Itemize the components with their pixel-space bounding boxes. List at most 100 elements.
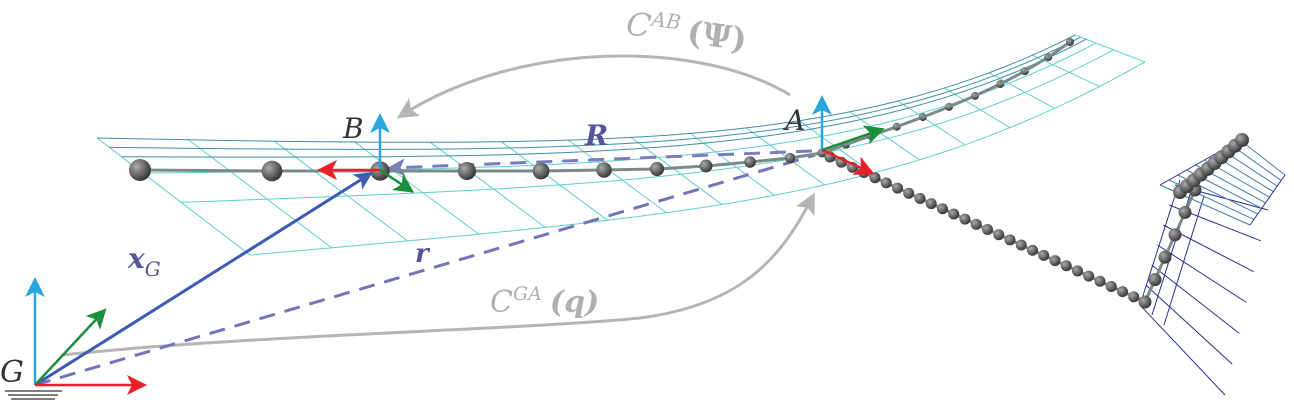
frame-G-y-axis [34, 308, 107, 386]
label-B: B [342, 112, 364, 145]
wing-mesh-span-line [96, 34, 1076, 143]
frame-G [5, 277, 147, 400]
beam-node [744, 156, 756, 168]
beam-node [937, 203, 948, 215]
beam-node [1066, 38, 1074, 46]
tail-mesh-line [1151, 264, 1240, 334]
vector-r [34, 153, 816, 387]
beam-element [896, 115, 924, 129]
beam-node [1004, 234, 1016, 246]
beam-node [1235, 133, 1249, 147]
wing-mesh [96, 34, 1146, 256]
tail-mesh-line [1157, 244, 1247, 303]
label-CGA-main: C [490, 285, 513, 320]
wing-mesh-span-line [249, 61, 1146, 256]
frame-A-y-axis [821, 125, 885, 152]
beam-node [1105, 280, 1117, 292]
label-xG-main: x [127, 242, 145, 275]
beam-node [1038, 249, 1050, 261]
frame-B-y-axis [379, 168, 415, 193]
beam-node [959, 213, 971, 225]
label-CGA-arg: (q) [550, 285, 599, 320]
wing-mesh-chord-line [188, 139, 332, 249]
frame-A [812, 95, 885, 175]
label-xG: xG [127, 242, 161, 281]
wing-mesh-span-line [181, 49, 1114, 203]
beam-node [1117, 286, 1128, 298]
htail-mesh-line [1239, 139, 1286, 176]
label-CAB-main: C [624, 4, 654, 45]
wing-mesh-chord-line [501, 141, 608, 221]
beam-element [948, 94, 976, 109]
beam-node [1049, 255, 1061, 267]
beam-node [649, 161, 665, 177]
beam-node [869, 172, 881, 184]
beam-node [880, 177, 892, 189]
label-CGA: CGA (q) [490, 283, 599, 320]
beam-node [948, 208, 960, 220]
beam-node [457, 161, 477, 181]
wing-mesh-span-line [142, 42, 1097, 174]
beam-node [1083, 270, 1095, 282]
label-R: R [584, 119, 608, 152]
rotation-arrow-CAB [396, 54, 791, 119]
beam-node [1128, 291, 1140, 303]
label-CGA-sup: GA [513, 283, 542, 305]
beam-node [993, 229, 1005, 241]
label-A: A [782, 104, 805, 137]
wing-mesh-chord-line [96, 137, 251, 256]
beam-node [1158, 250, 1172, 264]
tail-mesh-line [1139, 304, 1226, 396]
label-xG-sub: G [145, 257, 161, 281]
wing-mesh-chord-line [354, 141, 480, 235]
frame-B [317, 113, 415, 193]
beam-node [699, 159, 713, 173]
beam-node [970, 218, 982, 230]
beam-node [532, 162, 550, 180]
beam-element [1024, 55, 1049, 73]
beam-node [1138, 295, 1152, 309]
beam-node [1015, 239, 1027, 251]
wing-mesh-span-line [109, 36, 1081, 150]
beam-node [261, 160, 283, 182]
wing-mesh-chord-line [1074, 34, 1146, 63]
beam-node [1168, 228, 1182, 242]
htail-mesh-line [1249, 174, 1286, 226]
tail-mesh-line [1145, 284, 1233, 365]
beam-element [1047, 40, 1071, 59]
wing-mesh-chord-line [567, 139, 667, 214]
beam-element [922, 105, 950, 119]
wing-mesh-chord-line [430, 141, 546, 228]
tail-mesh-line [1139, 179, 1181, 306]
beam-node [596, 162, 612, 178]
beam-node [1027, 244, 1038, 256]
beam-node [129, 159, 151, 181]
rotation-arrow-CGA [61, 192, 815, 357]
beam-node [784, 152, 796, 164]
label-CAB-sup: AB [648, 6, 682, 34]
vector-xG [34, 172, 373, 387]
beam-node [925, 198, 937, 210]
label-G: G [0, 355, 24, 390]
beam-node [1148, 273, 1162, 287]
label-CAB: CAB(Ψ) [624, 3, 749, 58]
beam-element [999, 69, 1026, 86]
beam-nodes [129, 38, 1249, 309]
beam-node [914, 192, 926, 204]
wing-mesh-chord-line [630, 137, 723, 205]
beam-element [974, 82, 1001, 98]
label-CAB-arg: (Ψ) [685, 13, 749, 59]
beam-node [892, 182, 903, 194]
beam-node [903, 187, 915, 199]
label-r: r [415, 239, 431, 269]
beam-node [1178, 205, 1192, 219]
ground-icon [5, 390, 62, 400]
frame-A-x-axis [821, 148, 875, 175]
beam-node [1072, 265, 1083, 277]
beam-node [1094, 275, 1106, 287]
beam-node [1060, 260, 1072, 272]
tail-mesh-line [1163, 195, 1205, 326]
wing-mesh-span-line [121, 38, 1087, 158]
